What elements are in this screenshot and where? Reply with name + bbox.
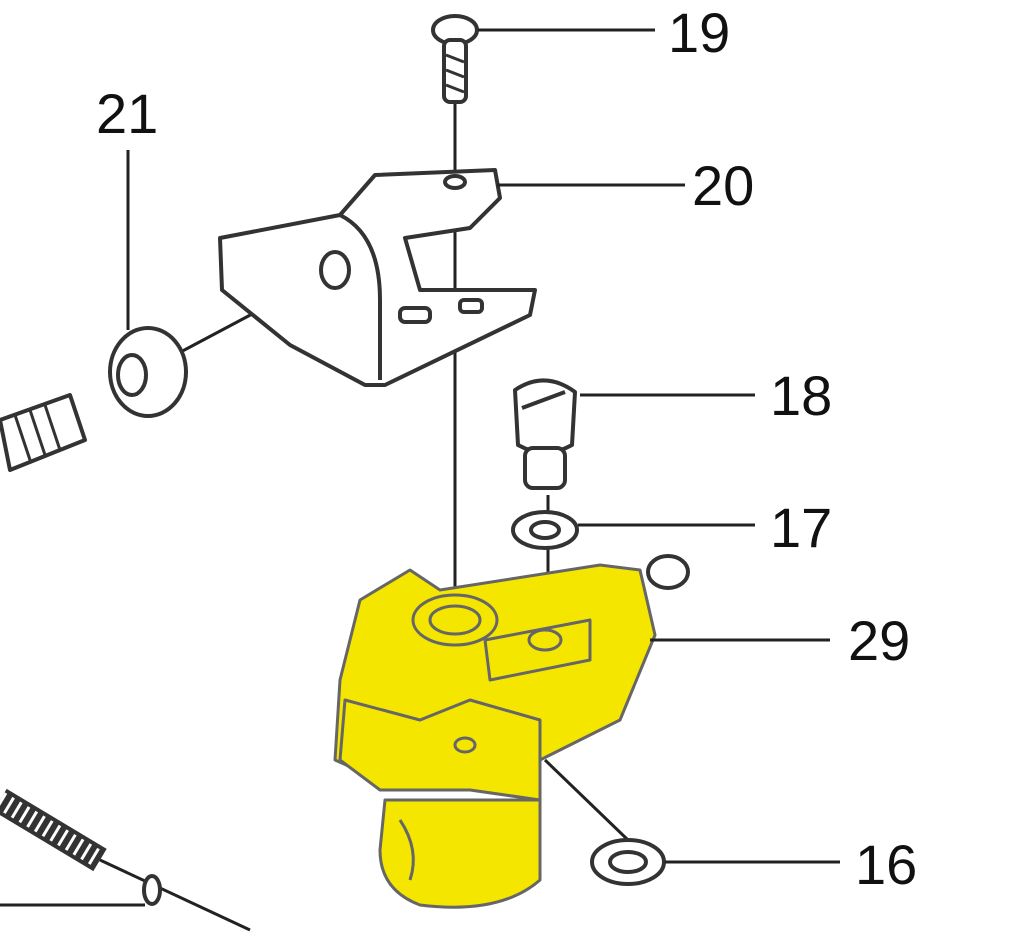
part-16-washer[interactable] bbox=[590, 838, 666, 886]
spring-left-top bbox=[0, 393, 87, 472]
callout-20: 20 bbox=[692, 154, 754, 217]
part-21-washer[interactable] bbox=[108, 326, 188, 418]
callout-21: 21 bbox=[96, 82, 158, 145]
small-screw bbox=[646, 554, 690, 590]
callout-29: 29 bbox=[848, 609, 910, 672]
part-20-bracket[interactable] bbox=[218, 168, 537, 387]
part-18-set-screw[interactable] bbox=[513, 378, 577, 490]
part-29-highlighted-assembly[interactable] bbox=[333, 563, 657, 909]
part-19-screw[interactable] bbox=[431, 14, 479, 104]
callout-16: 16 bbox=[855, 833, 917, 896]
callout-17: 17 bbox=[770, 496, 832, 559]
callout-19: 19 bbox=[668, 1, 730, 64]
spring-left-bottom bbox=[0, 788, 251, 932]
callout-18: 18 bbox=[770, 364, 832, 427]
assembly-axis-line bbox=[543, 758, 630, 842]
part-17-washer[interactable] bbox=[511, 510, 579, 550]
